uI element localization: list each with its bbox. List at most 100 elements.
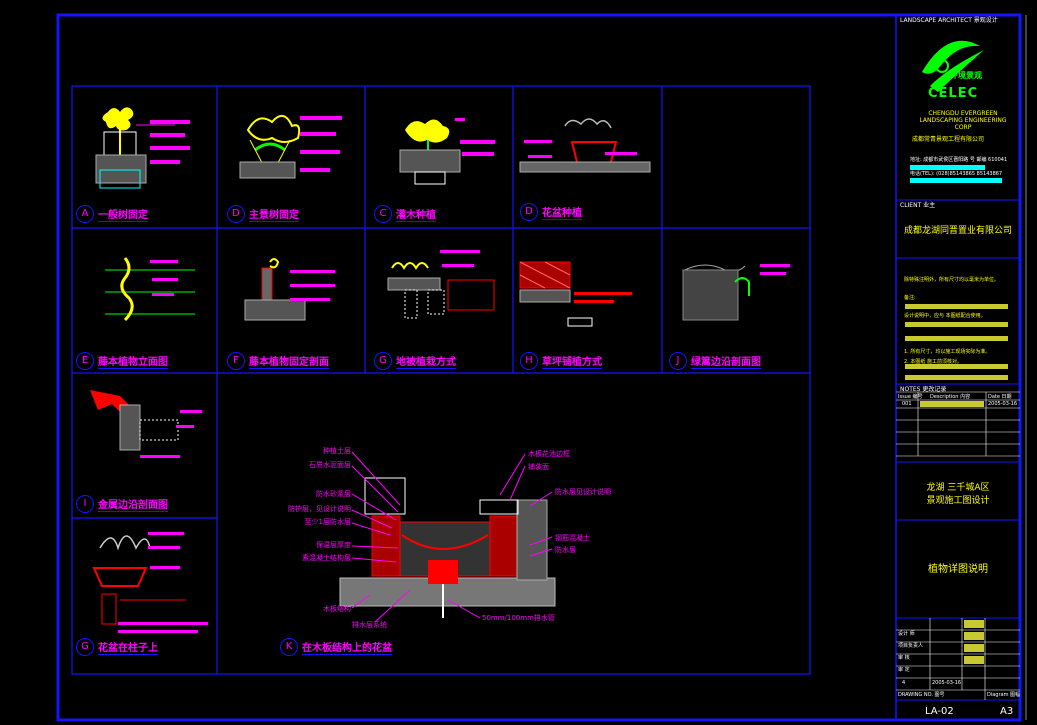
detail-title: 藤本植物固定剖面 xyxy=(249,353,329,369)
sig-date: 2005-03-16 xyxy=(932,680,962,686)
revision-row-fill xyxy=(920,401,984,407)
detail-grid xyxy=(71,85,811,675)
detail-title: 主景树固定 xyxy=(249,206,299,222)
detail-title: 金属边沿剖面图 xyxy=(98,496,168,512)
k-label-bottom: 50mm/100mm排水管 xyxy=(482,614,555,622)
titleblock xyxy=(896,199,1020,701)
detail-j-drawing xyxy=(682,264,790,321)
k-label-l9: 排水层系统 xyxy=(352,621,387,629)
sig-1: 设计 师 xyxy=(898,631,915,637)
note-2: 备注: xyxy=(904,295,916,301)
celec-logo xyxy=(910,40,1002,183)
note-3: 设计说明中，应与 本图纸配合使用。 xyxy=(904,313,986,319)
k-label-r4: 钢筋混凝土 xyxy=(555,534,590,542)
k-label-l3: 防水砂浆层 xyxy=(316,490,351,498)
sheet-size: A3 xyxy=(1000,706,1014,717)
k-label-r1: 木板花池边框 xyxy=(528,450,570,458)
detail-title: 花盆种植 xyxy=(542,204,582,220)
note-1: 除特殊注明外，所有尺寸均以毫米为单位。 xyxy=(904,277,1000,283)
detail-a-drawing xyxy=(95,107,190,189)
detail-letter-circle: A xyxy=(76,205,94,223)
sig-2: 项目负责人 xyxy=(898,643,924,649)
company-en-3: CORP xyxy=(954,124,972,131)
rev-header-2: Description 内容 xyxy=(930,394,971,400)
detail-title: 草坪铺植方式 xyxy=(542,353,602,369)
detail-title: 地被植栽方式 xyxy=(396,353,456,369)
notes-label: NOTES 更改记录 xyxy=(900,386,947,393)
note-4: 1. 所有尺寸，均以施工现场实际为准。 xyxy=(904,349,991,355)
rev-cell-1: 001 xyxy=(902,401,912,407)
detail-k-leaders xyxy=(351,451,553,623)
detail-title: 藤本植物立面图 xyxy=(98,353,168,369)
k-label-l8: 木板结构 xyxy=(323,605,351,613)
inner-frame xyxy=(895,14,1021,721)
client-name: 成都龙湖同晋置业有限公司 xyxy=(904,226,1013,236)
project-name-1: 龙湖 三千城A区 xyxy=(926,483,990,493)
k-label-l1: 种植土层 xyxy=(323,447,351,455)
detail-title: 一般树固定 xyxy=(98,206,148,222)
rev-cell-3: 2005-03-16 xyxy=(988,401,1018,407)
detail-title: 灌木种植 xyxy=(396,206,436,222)
titleblock-header: LANDSCAPE ARCHITECT 景观设计 xyxy=(900,17,998,24)
k-label-r3: 防水层见设计说明 xyxy=(555,488,611,496)
detail-letter-circle: I xyxy=(76,495,94,513)
logo-cn-text: 环境景观 xyxy=(950,71,982,80)
sig-ver: 4 xyxy=(902,680,906,686)
detail-d2-drawing xyxy=(519,118,651,173)
k-label-l2: 石质水泥面层 xyxy=(309,461,351,469)
k-label-l6: 保温层厚度 xyxy=(316,541,351,549)
detail-title: 绿篱边沿剖面图 xyxy=(691,353,761,369)
diagram-label: Diagram 图幅 xyxy=(987,692,1021,698)
project-name-2: 景观施工图设计 xyxy=(926,496,990,506)
company-address: 地址: 成都市武侯区晋阳路 号 邮编 610041 xyxy=(910,157,1008,163)
detail-g2-drawing xyxy=(92,532,208,633)
detail-letter-circle: E xyxy=(76,352,94,370)
drawing-number: LA-02 xyxy=(925,706,954,717)
drawing-no-label: DRAWING NO. 图号 xyxy=(898,692,945,698)
detail-letter-circle: G xyxy=(374,352,392,370)
detail-d-drawing xyxy=(239,115,342,179)
detail-h-drawing xyxy=(519,261,632,327)
detail-letter-circle: D xyxy=(520,203,538,221)
detail-k-drawing xyxy=(339,477,556,618)
detail-letter-circle: F xyxy=(227,352,245,370)
detail-letter-circle: K xyxy=(280,638,298,656)
detail-title: 花盆在柱子上 xyxy=(98,639,158,655)
detail-letter-circle: D xyxy=(227,205,245,223)
revision-grid xyxy=(896,391,1020,700)
rev-header-3: Date 日期 xyxy=(988,394,1012,400)
detail-c-drawing xyxy=(399,118,495,185)
detail-f-drawing xyxy=(244,258,335,321)
detail-g-drawing xyxy=(387,250,495,319)
k-label-r2: 铺装面 xyxy=(528,463,549,471)
k-label-l4: 防护层，见设计说明 xyxy=(288,505,351,513)
k-label-r5: 防水层 xyxy=(555,546,576,554)
detail-i-drawing xyxy=(90,390,202,458)
detail-title: 在木板结构上的花盆 xyxy=(302,639,392,655)
company-phone: 电话(TEL): (028)85143865 85143867 xyxy=(910,171,1003,177)
sig-3: 审 核 xyxy=(898,655,910,661)
client-label: CLIENT 业主 xyxy=(900,202,936,209)
detail-letter-circle: G xyxy=(76,638,94,656)
detail-letter-circle: J xyxy=(669,352,687,370)
detail-e-drawing xyxy=(105,257,195,322)
note-bars xyxy=(905,304,1008,380)
sig-4: 审 定 xyxy=(898,667,910,673)
logo-text: CELEC xyxy=(928,86,979,101)
detail-letter-circle: H xyxy=(520,352,538,370)
company-en-1: CHENGDU EVERGREEN xyxy=(928,110,998,117)
company-cn: 成都常青景观工程有限公司 xyxy=(912,136,985,143)
